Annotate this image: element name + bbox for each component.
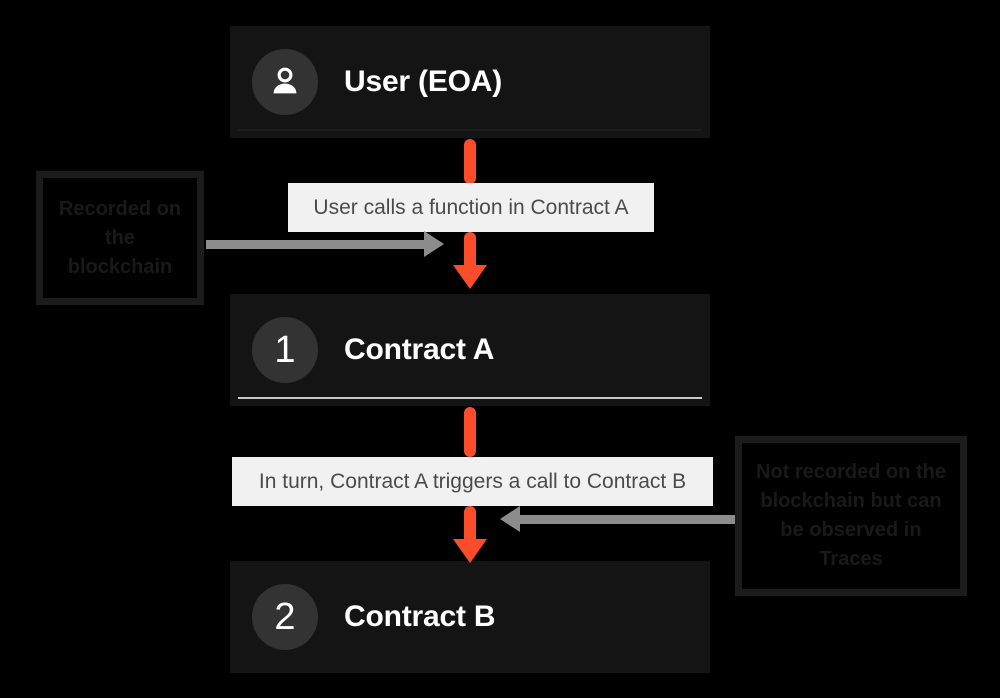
step-number-badge-2: 2 xyxy=(252,584,318,650)
step-number-badge-1: 1 xyxy=(252,317,318,383)
annotation-arrow-shaft-right xyxy=(520,515,735,524)
annotation-arrow-shaft-left xyxy=(206,240,426,249)
flow-arrow-shaft-caption1-to-contract-a xyxy=(464,232,476,270)
flow-arrow-shaft-caption2-to-contract-b xyxy=(464,506,476,544)
node-contract-b[interactable]: 2 Contract B xyxy=(230,561,710,673)
flow-arrow-shaft-contract-a-to-caption2 xyxy=(464,407,476,457)
annotation-note-recorded-on-blockchain: Recorded on the blockchain xyxy=(36,171,204,305)
node-user[interactable]: User (EOA) xyxy=(230,26,710,138)
edge-caption-user-to-contract-a: User calls a function in Contract A xyxy=(288,183,654,232)
person-icon xyxy=(252,49,318,115)
node-contract-b-label: Contract B xyxy=(344,600,496,633)
annotation-note-not-recorded-on-blockchain: Not recorded on the blockchain but can b… xyxy=(735,436,967,596)
flow-arrow-shaft-user-to-caption1 xyxy=(464,139,476,184)
node-underline xyxy=(238,129,702,131)
annotation-arrow-head-left xyxy=(500,506,520,532)
flow-arrow-head-to-contract-b xyxy=(453,539,487,563)
node-underline xyxy=(238,397,702,399)
flow-arrow-head-to-contract-a xyxy=(453,265,487,289)
annotation-arrow-head-right xyxy=(424,231,444,257)
node-user-label: User (EOA) xyxy=(344,65,503,98)
node-contract-a[interactable]: 1 Contract A xyxy=(230,294,710,406)
edge-caption-contract-a-to-contract-b: In turn, Contract A triggers a call to C… xyxy=(232,457,713,506)
node-contract-a-label: Contract A xyxy=(344,333,495,366)
